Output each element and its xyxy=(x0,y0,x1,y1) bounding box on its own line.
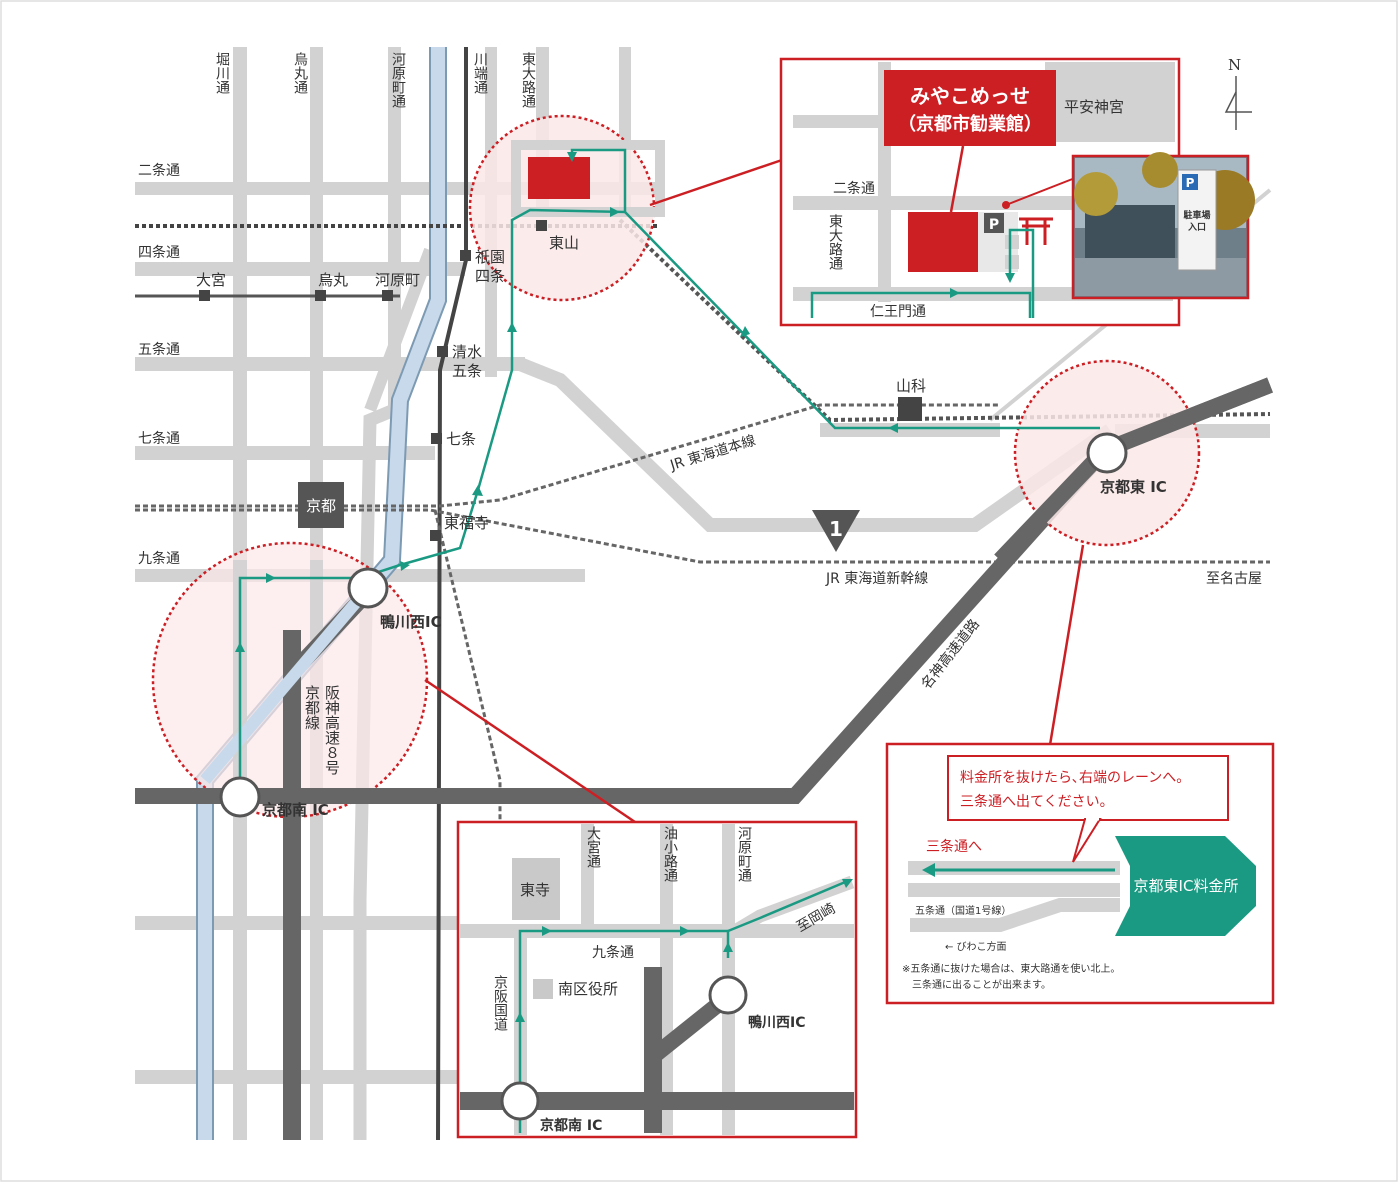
ic-kamogawa-nishi-marker xyxy=(347,567,389,609)
north-arrow: N xyxy=(1224,56,1252,130)
label-higashiyama: 東山 xyxy=(549,234,579,252)
label-karasuma: 烏丸通 xyxy=(292,51,308,95)
road-shichijo xyxy=(135,446,435,460)
road-gojo xyxy=(135,357,525,371)
inset-toji: 東寺 xyxy=(520,881,550,899)
label-shinkansen: JR 東海道新幹線 xyxy=(825,570,928,587)
label-ic-kyoto-minami: 京都南 IC xyxy=(262,801,329,819)
ic-kyoto-minami-marker xyxy=(219,776,261,818)
label-gion-1: 祇園 xyxy=(475,248,505,266)
canal xyxy=(196,47,447,1140)
venue-name-1: みやこめっせ xyxy=(910,84,1030,108)
inset-toll: 京都東IC料金所 料金所を抜けたら､右端のレーンへ。 三条通へ出てください。 三… xyxy=(885,742,1275,1005)
rail-shinkansen xyxy=(135,508,1270,564)
label-ic-kyoto-higashi: 京都東 IC xyxy=(1100,478,1167,496)
label-omiya: 大宮 xyxy=(196,271,226,289)
photo-parking-p: P xyxy=(1186,176,1195,190)
inset-venue: P みやこめっせ （京都市勧業館） 平安神宮 二条通 東大路通 仁王門通 xyxy=(779,57,1255,327)
connector-venue xyxy=(649,158,783,207)
photo-sign-line1: 駐車場 xyxy=(1183,209,1210,221)
toll-gojo-route: 五条通（国道1号線） xyxy=(915,904,1011,917)
label-kyoto-station: 京都 xyxy=(306,497,336,515)
inset-kujo: 九条通 xyxy=(592,944,634,961)
label-shichijo: 七条通 xyxy=(138,430,180,447)
inset-parking-icon: P xyxy=(989,217,999,233)
toll-bubble-2: 三条通へ出てください。 xyxy=(960,793,1114,810)
label-niomon: 仁王門通 xyxy=(870,304,926,320)
toll-to-sanjo: 三条通へ xyxy=(926,838,982,855)
venue-title-box xyxy=(884,70,1056,146)
label-hanshin-1: 阪神高速８号 xyxy=(323,685,341,776)
label-kujo: 九条通 xyxy=(138,550,180,567)
connector-south xyxy=(424,678,636,824)
label-to-nagoya: 至名古屋 xyxy=(1206,571,1262,587)
toll-biwako: ← びわこ方面 xyxy=(945,940,1007,953)
label-inset-higashioji: 東大路通 xyxy=(827,214,843,271)
rail-kintetsu xyxy=(433,509,502,820)
label-gion-2: 四条 xyxy=(475,267,505,285)
label-shijo: 四条通 xyxy=(138,244,180,261)
label-shichijo-sta: 七条 xyxy=(446,430,476,448)
label-kiyomizu-1: 清水 xyxy=(452,343,482,361)
inset-kyoto-minami: 京都南 IC xyxy=(540,1117,602,1134)
label-nijo: 二条通 xyxy=(138,162,180,179)
label-kawabata: 川端通 xyxy=(472,52,488,95)
label-inset-nijo: 二条通 xyxy=(833,180,875,197)
route-arrows xyxy=(235,152,898,652)
label-heian-jingu: 平安神宮 xyxy=(1064,98,1124,116)
toll-gate-shape xyxy=(1115,836,1256,936)
station-labels: 大宮 烏丸 河原町 東山 祇園 四条 清水 五条 七条 東福寺 山科 xyxy=(196,234,926,532)
inset-omiya: 大宮通 xyxy=(585,826,601,869)
inset-kamogawa-nishi: 鴨川西IC xyxy=(748,1014,805,1031)
label-ic-kamogawa-nishi: 鴨川西IC xyxy=(380,613,442,631)
rail-keihan xyxy=(436,47,468,1141)
label-kawaramachi-sta: 河原町 xyxy=(375,271,420,289)
north-label: N xyxy=(1228,56,1241,74)
toll-name: 京都東IC料金所 xyxy=(1134,877,1239,895)
inset-south: 東寺 大宮通 油小路通 河原町通 九条通 至岡崎 京阪国道 南区役所 鴨川西IC… xyxy=(456,820,858,1139)
label-karasuma-sta: 烏丸 xyxy=(318,271,348,289)
venue-loop-road xyxy=(511,140,665,217)
toll-note-2: 三条通に出ることが出来ます。 xyxy=(912,978,1051,991)
station-markers xyxy=(199,220,922,541)
inset-kawaramachi: 河原町通 xyxy=(736,826,752,883)
label-gojo: 五条通 xyxy=(138,341,180,358)
road-gojo-east xyxy=(517,357,1115,532)
toll-bubble-1: 料金所を抜けたら､右端のレーンへ。 xyxy=(960,770,1190,786)
label-kawaramachi: 河原町通 xyxy=(390,52,406,109)
label-kiyomizu-2: 五条 xyxy=(452,362,482,380)
venue-name-2: （京都市勧業館） xyxy=(898,113,1042,135)
inset-aburanokoji: 油小路通 xyxy=(662,826,678,883)
route1-number: 1 xyxy=(829,517,843,541)
parking-photo: P 駐車場 入口 xyxy=(1071,152,1255,300)
connector-toll xyxy=(1048,544,1085,746)
ic-kyoto-higashi-marker xyxy=(1086,432,1128,474)
label-tofukuji: 東福寺 xyxy=(444,514,489,532)
venue-block xyxy=(528,157,590,199)
label-yamashina: 山科 xyxy=(896,377,926,395)
road-shijo xyxy=(135,262,465,276)
inset-minami-ward: 南区役所 xyxy=(558,980,618,998)
toll-note-1: ※五条通に抜けた場合は、東大路通を使い北上。 xyxy=(902,962,1120,975)
street-labels: 堀川通 烏丸通 河原町通 川端通 東大路通 二条通 四条通 五条通 七条通 九条… xyxy=(138,51,536,567)
label-higashioji: 東大路通 xyxy=(520,52,536,109)
label-horikawa: 堀川通 xyxy=(214,52,230,95)
inset-keihan: 京阪国道 xyxy=(492,975,508,1032)
label-hanshin-2: 京都線 xyxy=(303,685,321,730)
road-diag-1 xyxy=(364,247,436,413)
route1-shield xyxy=(812,510,860,552)
torii-icon xyxy=(1019,217,1053,245)
photo-sign-line2: 入口 xyxy=(1187,222,1206,233)
